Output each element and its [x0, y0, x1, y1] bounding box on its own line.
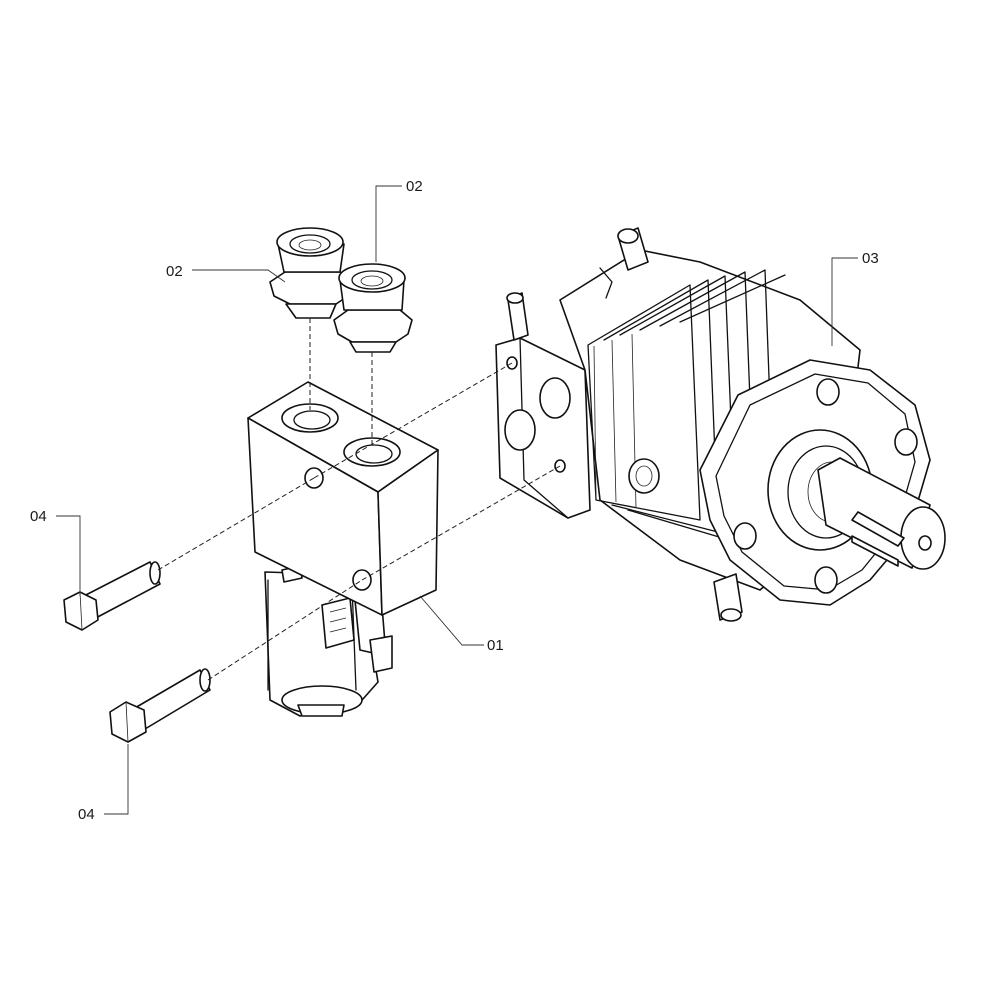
- callout-03: 03: [862, 250, 879, 267]
- callout-04-lower: 04: [78, 806, 95, 823]
- fitting-right: [333, 263, 413, 353]
- callout-02-right: 02: [406, 178, 423, 195]
- fitting-left: [269, 227, 353, 319]
- callout-01: 01: [487, 637, 504, 654]
- hydraulic-motor: [495, 227, 946, 622]
- callout-02-left: 02: [166, 263, 183, 280]
- leader-lines: [56, 185, 858, 815]
- assembly-lines: [157, 318, 561, 681]
- bolt-lower: [109, 668, 211, 743]
- valve-block: [247, 381, 439, 717]
- callout-04-upper: 04: [30, 508, 47, 525]
- bolt-upper: [63, 561, 161, 631]
